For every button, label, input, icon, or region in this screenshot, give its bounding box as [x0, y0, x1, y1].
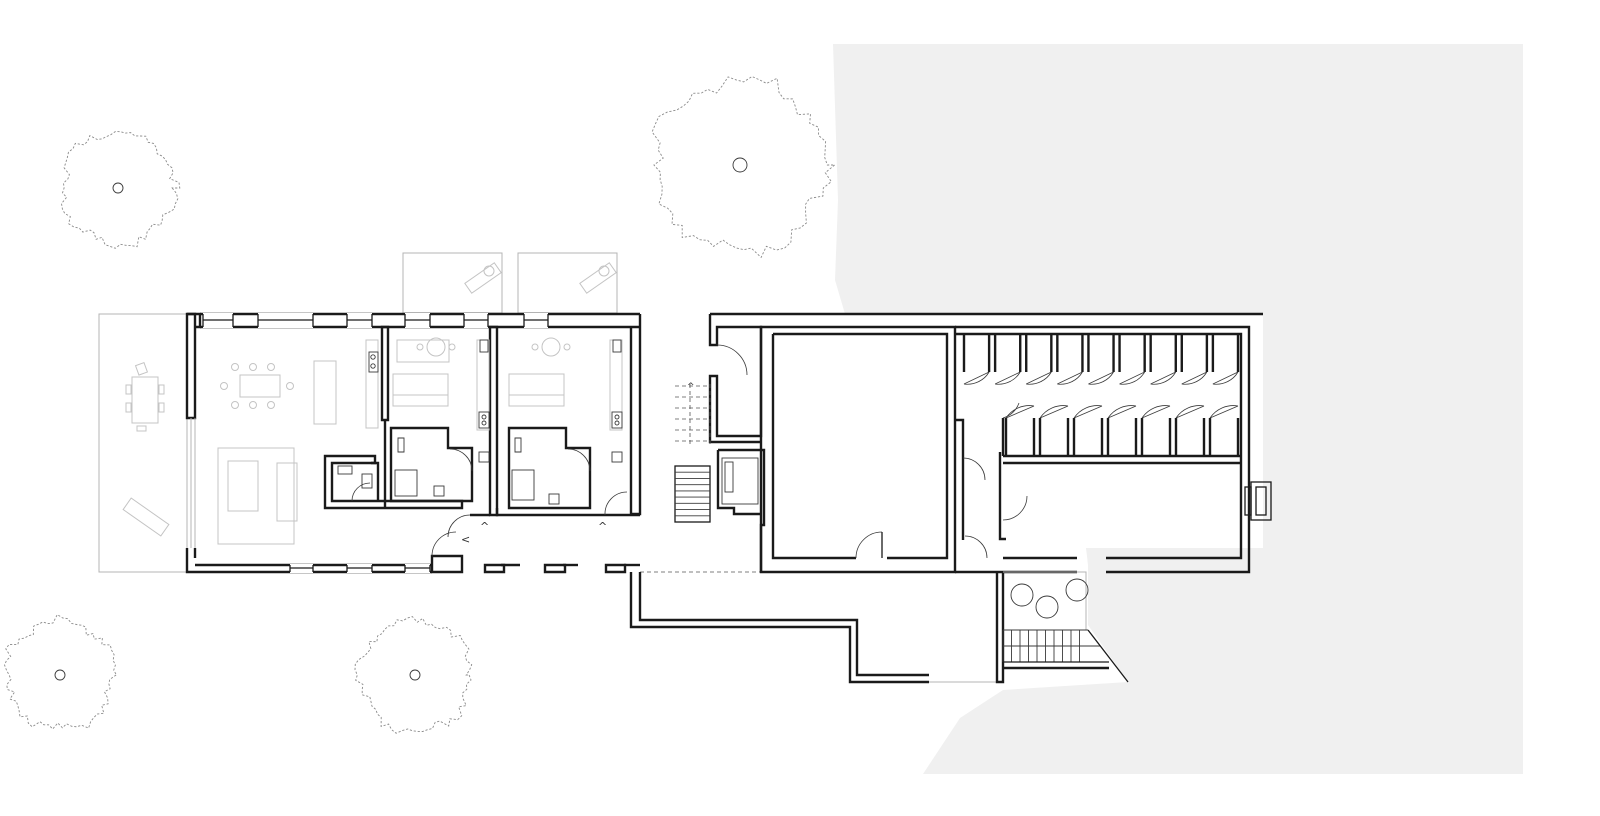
tree-canopy — [354, 616, 473, 734]
changing-block — [955, 325, 1272, 574]
sun-lounger — [122, 497, 170, 537]
stair — [674, 385, 711, 523]
dining-table — [239, 374, 281, 398]
cubicle — [1140, 418, 1172, 456]
stair-arrow-icon: ^ — [687, 382, 695, 392]
kitchen-island — [313, 360, 337, 425]
terrace — [98, 313, 330, 573]
cubicle — [1180, 334, 1209, 372]
cubicle — [1025, 334, 1053, 372]
kitchen-counter — [365, 339, 379, 429]
main-hall — [759, 325, 957, 574]
tree-canopy — [4, 613, 118, 730]
stair-core: ^ — [674, 312, 1263, 572]
tree-trunk — [54, 669, 66, 681]
lower-annex — [995, 571, 1129, 684]
living-room — [190, 339, 379, 548]
cubicle — [993, 334, 1022, 372]
cubicles-bottom-row — [1001, 402, 1240, 456]
cubicle — [1118, 334, 1146, 372]
cubicles-top-row — [962, 334, 1240, 385]
living-wing-walls — [185, 312, 642, 574]
entrance-steps — [483, 563, 1000, 684]
landscape-ground — [833, 44, 1523, 774]
cubicle — [1106, 418, 1138, 456]
cubicle — [1149, 334, 1177, 372]
top-windows — [202, 313, 549, 328]
annex-stair — [1002, 629, 1100, 662]
arrow-up-icon: ^ — [480, 520, 489, 533]
cubicle — [1174, 418, 1206, 456]
tree-trunk — [409, 669, 421, 681]
cubicle — [1004, 418, 1036, 456]
tree-canopy — [61, 131, 181, 249]
trees — [4, 75, 836, 734]
bed — [392, 373, 449, 407]
tree-canopy — [651, 75, 836, 259]
cubicle — [1087, 334, 1115, 372]
arrow-up-icon: ^ — [598, 520, 607, 533]
cubicle — [1208, 418, 1240, 456]
cubicle — [1056, 334, 1084, 372]
cubicle — [1072, 418, 1104, 456]
table — [426, 337, 446, 357]
cubicle — [962, 334, 991, 372]
balconies — [402, 252, 618, 314]
rug — [217, 447, 295, 545]
arrow-left-icon: < — [461, 533, 470, 546]
tree-trunk — [112, 182, 124, 194]
terrace-table — [131, 376, 159, 424]
cubicle — [1038, 418, 1070, 456]
bed — [508, 373, 565, 407]
bedroom-unit-2: ^ ^ < — [461, 337, 628, 546]
bedroom-walls — [380, 325, 640, 517]
coffee-table — [227, 460, 259, 512]
bottom-windows — [289, 564, 431, 573]
bedroom-unit-1 — [389, 337, 490, 557]
tree-trunk — [732, 157, 748, 173]
sofa — [276, 462, 298, 522]
cubicle — [1211, 334, 1240, 372]
wc-block — [323, 454, 464, 510]
